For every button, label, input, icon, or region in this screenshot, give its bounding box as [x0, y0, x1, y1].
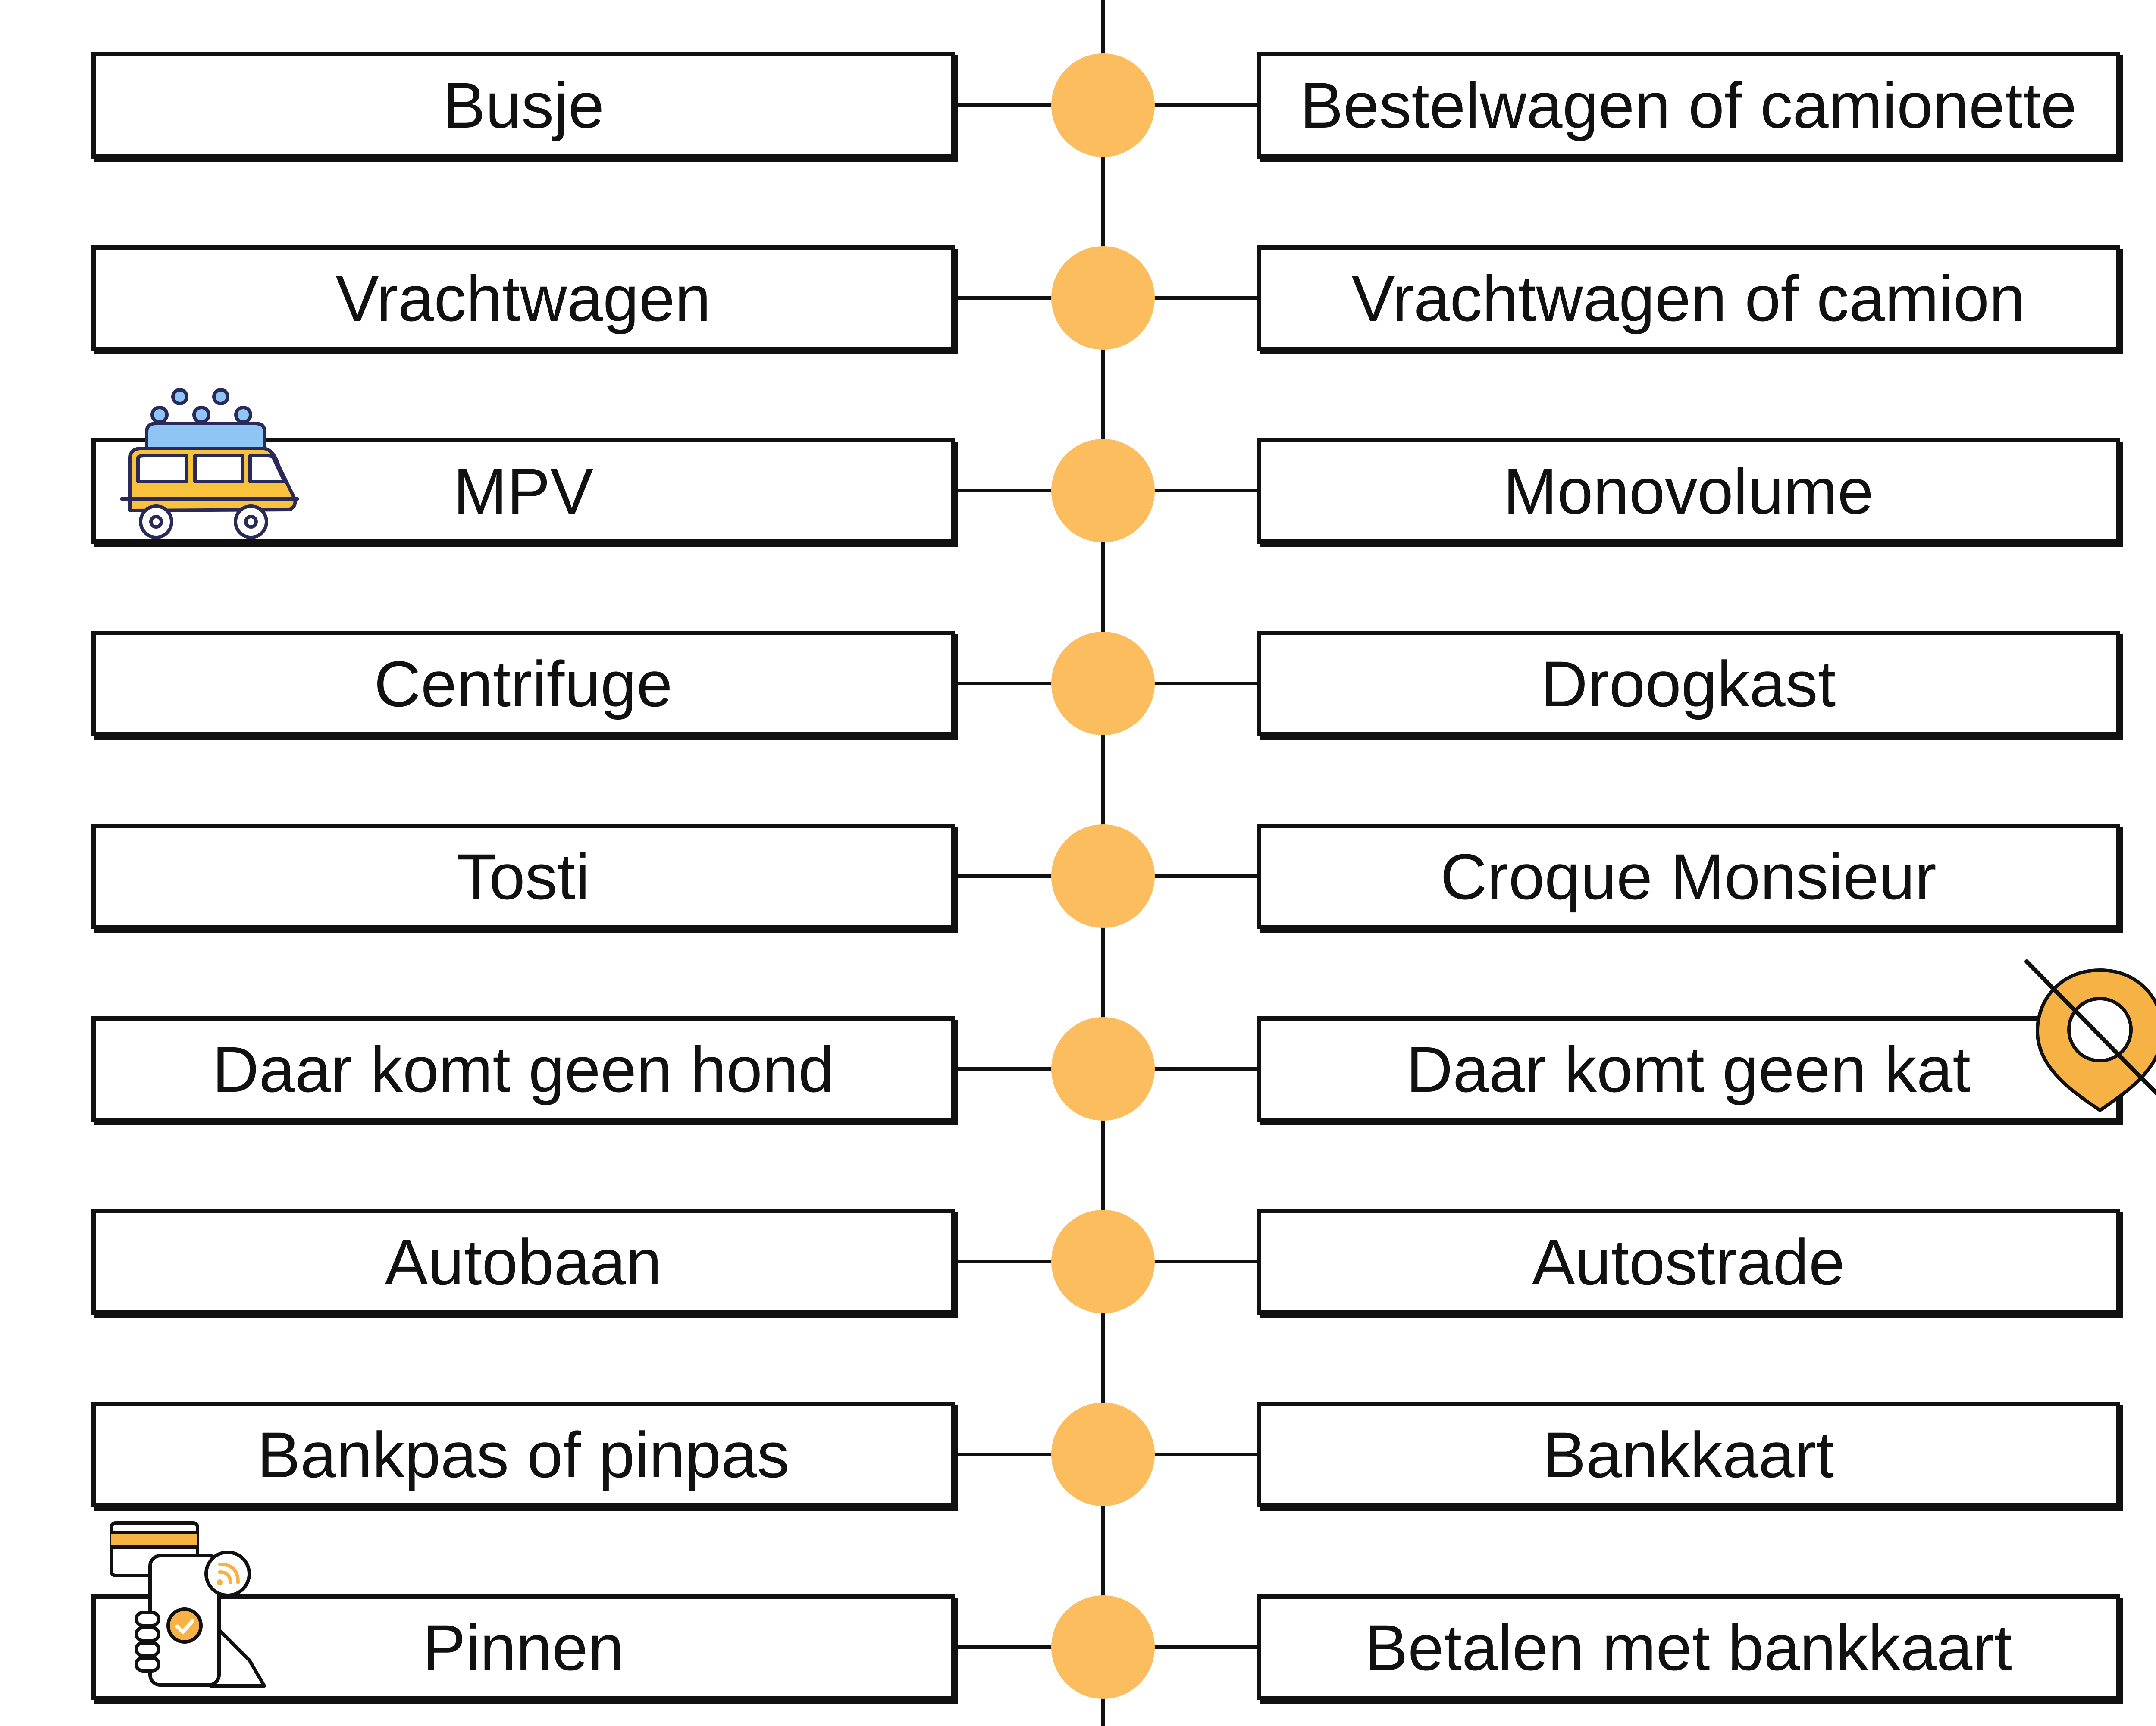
node-dot [1051, 824, 1155, 928]
term-netherlands: Autobaan [91, 1209, 955, 1315]
term-netherlands-label: Vrachtwagen [335, 262, 711, 335]
node-dot [1051, 1017, 1155, 1121]
term-netherlands: Centrifuge [91, 631, 955, 736]
connector-left [955, 1453, 1063, 1456]
term-belgium-label: Monovolume [1503, 454, 1874, 527]
connector-left [955, 103, 1063, 107]
term-netherlands-label: Centrifuge [374, 647, 673, 720]
term-netherlands-label: Pinnen [422, 1611, 624, 1684]
term-belgium: Bankkaart [1257, 1402, 2120, 1507]
term-belgium: Daar komt geen kat [1257, 1016, 2120, 1122]
term-netherlands-label: Busje [442, 69, 605, 141]
connector-right [1151, 1453, 1257, 1456]
node-dot [1051, 439, 1155, 542]
term-belgium-label: Betalen met bankkaart [1365, 1611, 2012, 1684]
node-dot [1051, 246, 1155, 350]
node-dot [1051, 1403, 1155, 1506]
term-belgium: Monovolume [1257, 438, 2120, 544]
term-belgium-label: Vrachtwagen of camion [1351, 262, 2025, 335]
node-dot [1051, 632, 1155, 735]
term-belgium: Autostrade [1257, 1209, 2120, 1315]
term-belgium-label: Croque Monsieur [1440, 840, 1937, 913]
connector-right [1151, 1067, 1257, 1071]
term-netherlands: Bankpas of pinpas [91, 1402, 955, 1507]
node-dot [1051, 1595, 1155, 1699]
term-netherlands-label: Daar komt geen hond [212, 1033, 834, 1106]
term-belgium: Croque Monsieur [1257, 824, 2120, 929]
connector-left [955, 682, 1063, 685]
connector-right [1151, 874, 1257, 878]
term-netherlands: Vrachtwagen [91, 245, 955, 351]
term-belgium: Droogkast [1257, 631, 2120, 736]
connector-left [955, 296, 1063, 300]
term-belgium-label: Bestelwagen of camionette [1300, 69, 2077, 141]
connector-left [955, 1260, 1063, 1263]
term-netherlands-label: Tosti [457, 840, 590, 913]
term-netherlands-label: Autobaan [385, 1225, 662, 1298]
connector-right [1151, 1645, 1257, 1649]
term-netherlands: Tosti [91, 824, 955, 929]
term-belgium-label: Bankkaart [1542, 1418, 1834, 1491]
connector-left [955, 874, 1063, 878]
term-belgium-label: Daar komt geen kat [1406, 1033, 1971, 1106]
minivan-with-passengers-icon [120, 388, 299, 539]
phone-card-payment-icon [110, 1521, 266, 1688]
connector-right [1151, 682, 1257, 685]
term-belgium-label: Autostrade [1532, 1225, 1845, 1298]
node-dot [1051, 1210, 1155, 1313]
term-belgium: Betalen met bankkaart [1257, 1594, 2120, 1700]
node-dot [1051, 53, 1155, 157]
term-netherlands-label: Bankpas of pinpas [257, 1418, 790, 1491]
connector-right [1151, 489, 1257, 492]
crossed-out-location-pin-icon [2024, 959, 2156, 1112]
connector-left [955, 1645, 1063, 1649]
term-netherlands: Daar komt geen hond [91, 1016, 955, 1122]
term-belgium: Vrachtwagen of camion [1257, 245, 2120, 351]
connector-left [955, 1067, 1063, 1071]
term-belgium-label: Droogkast [1541, 647, 1836, 720]
connector-left [955, 489, 1063, 492]
connector-right [1151, 103, 1257, 107]
term-netherlands-label: MPV [453, 454, 594, 527]
connector-right [1151, 296, 1257, 300]
term-netherlands: Busje [91, 52, 955, 159]
term-belgium: Bestelwagen of camionette [1257, 52, 2120, 159]
connector-right [1151, 1260, 1257, 1263]
